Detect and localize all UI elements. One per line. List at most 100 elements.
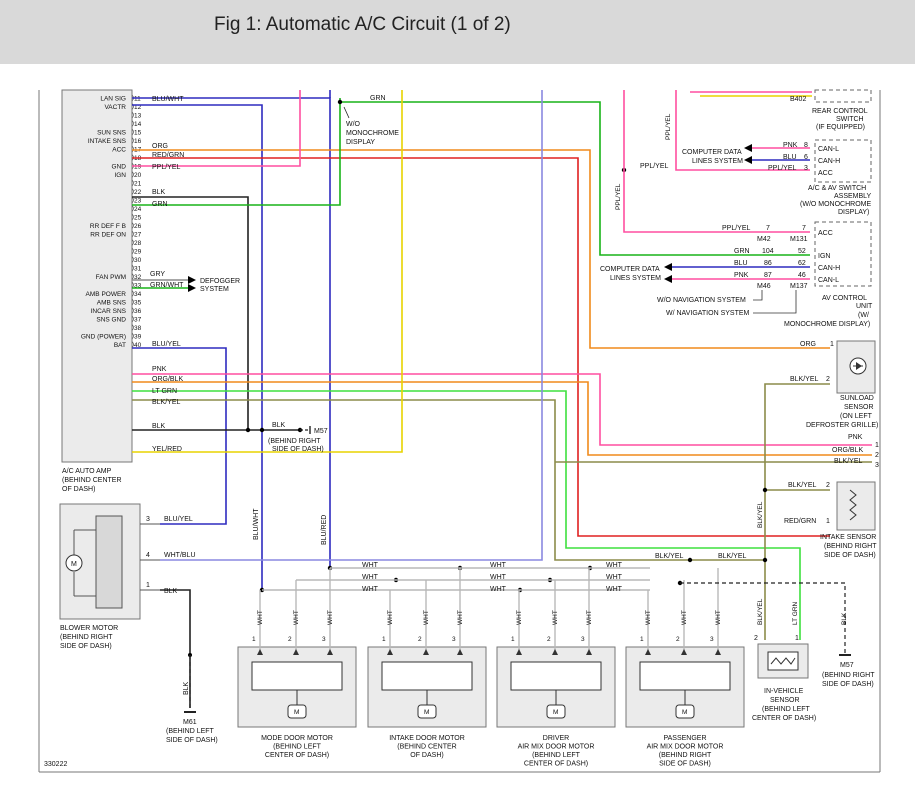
svg-text:ORG/BLK: ORG/BLK (832, 447, 863, 454)
svg-text:M46: M46 (757, 283, 771, 290)
svg-text:LINES SYSTEM: LINES SYSTEM (610, 275, 661, 282)
svg-text:1: 1 (795, 635, 799, 642)
amp-pin-number: 21 (134, 181, 142, 188)
amp-pin-bracket (131, 324, 134, 331)
svg-text:PNK: PNK (152, 366, 167, 373)
door-motor-pin-number: 2 (288, 636, 292, 643)
svg-text:WHT: WHT (362, 586, 379, 593)
door-motor-pin-number: 1 (382, 636, 386, 643)
ppl-yel-wires: PPL/YEL PPL/YEL PPL/YEL (615, 90, 810, 233)
door-motor-inner (251, 661, 343, 691)
rear-control-switch: B402 REAR CONTROL SWITCH (IF EQUIPPED) (690, 89, 872, 131)
svg-text:7: 7 (766, 225, 770, 232)
ground-m61: BLK M61 (BEHIND LEFT SIDE OF DASH) (166, 653, 218, 744)
amp-pin-bracket (131, 205, 134, 212)
amp-pin-number: 34 (134, 291, 142, 298)
amp-pin-bracket (131, 171, 134, 178)
svg-text:WHT: WHT (362, 562, 379, 569)
svg-text:46: 46 (798, 272, 806, 279)
amp-pin-number: 13 (134, 113, 142, 120)
amp-pin-number: 25 (134, 215, 142, 222)
amp-pin-bracket (131, 290, 134, 297)
amp-pin-bracket (131, 315, 134, 323)
svg-text:W/ NAVIGATION SYSTEM: W/ NAVIGATION SYSTEM (666, 310, 750, 317)
svg-text:GRN: GRN (734, 248, 750, 255)
door-motor-caption: CENTER OF DASH) (524, 761, 588, 768)
svg-text:BLK/YEL: BLK/YEL (788, 482, 817, 489)
amp-pin-number: 36 (134, 308, 142, 315)
amp-pin-number: 14 (134, 121, 142, 128)
svg-text:BLU: BLU (783, 154, 797, 161)
amp-pin-bracket (131, 247, 134, 255)
svg-text:W/O NAVIGATION SYSTEM: W/O NAVIGATION SYSTEM (657, 297, 746, 304)
amp-pin-name: RR DEF ON (90, 232, 126, 239)
svg-text:3: 3 (875, 462, 879, 469)
door-motor-caption: AIR MIX DOOR MOTOR (647, 744, 724, 751)
svg-text:DISPLAY: DISPLAY (346, 139, 375, 146)
amp-pin-name: INCAR SNS (91, 308, 127, 315)
svg-text:GRN/WHT: GRN/WHT (150, 282, 184, 289)
svg-text:4: 4 (146, 552, 150, 559)
door-motor-icon (675, 704, 695, 719)
amp-pin-bracket (131, 341, 134, 348)
svg-text:CENTER OF DASH): CENTER OF DASH) (752, 715, 816, 722)
av-control-unit: PPL/YEL GRN BLU PNK 7 104 86 87 7 52 62 … (600, 221, 873, 328)
door-motor-wire-label: WHT (423, 610, 430, 625)
door-motor-wire-label: WHT (516, 610, 523, 625)
svg-text:BLK: BLK (164, 588, 178, 595)
svg-text:IN-VEHICLE: IN-VEHICLE (764, 688, 804, 695)
svg-text:BLU: BLU (734, 260, 748, 267)
svg-text:BLK: BLK (152, 423, 166, 430)
amp-pin-bracket (131, 307, 134, 314)
svg-text:(ON LEFT: (ON LEFT (840, 413, 873, 420)
svg-text:(W/: (W/ (858, 312, 869, 319)
svg-text:52: 52 (798, 248, 806, 255)
svg-text:WHT: WHT (606, 562, 623, 569)
svg-text:1: 1 (146, 582, 150, 589)
figure-title: Fig 1: Automatic A/C Circuit (1 of 2) (214, 14, 511, 35)
door-motor-caption: (BEHIND RIGHT (659, 752, 712, 759)
door-motor-wire-label: WHT (715, 610, 722, 625)
amp-pin-name: SUN SNS (97, 130, 127, 137)
amp-pin-bracket (131, 298, 134, 306)
svg-text:M137: M137 (790, 283, 808, 290)
svg-text:BLK/YEL: BLK/YEL (834, 458, 863, 465)
door-motor-pin-arrow (715, 649, 721, 655)
amp-pin-bracket (131, 256, 134, 263)
door-motor-wire-label: WHT (387, 610, 394, 625)
svg-text:BLK/YEL: BLK/YEL (152, 399, 181, 406)
door-motor-pin-arrow (327, 649, 333, 655)
svg-text:BLU/YEL: BLU/YEL (164, 516, 193, 523)
door-motor-pin-number: 3 (322, 636, 326, 643)
amp-pin-bracket (131, 213, 134, 221)
svg-text:M131: M131 (790, 236, 808, 243)
amp-pin-number: 28 (134, 240, 142, 247)
amp-pin-bracket (131, 239, 134, 246)
svg-text:87: 87 (764, 272, 772, 279)
svg-text:COMPUTER DATA: COMPUTER DATA (600, 266, 660, 273)
door-motor-caption: SIDE OF DASH) (659, 761, 711, 768)
amp-pin-name: GND (112, 164, 127, 171)
amp-pin-bracket (131, 145, 134, 153)
door-motor-letter: M (424, 709, 429, 716)
door-motor-wire-label: WHT (293, 610, 300, 625)
svg-text:3: 3 (804, 165, 808, 172)
svg-text:(BEHIND CENTER: (BEHIND CENTER (62, 477, 122, 484)
svg-text:PPL/YEL: PPL/YEL (665, 113, 672, 140)
door-motor-caption: PASSENGER (663, 735, 706, 742)
svg-text:(BEHIND RIGHT: (BEHIND RIGHT (822, 672, 875, 679)
amp-pin-number: 20 (134, 172, 142, 179)
svg-text:2: 2 (875, 452, 879, 459)
svg-text:(IF EQUIPPED): (IF EQUIPPED) (816, 124, 865, 131)
svg-text:RED/GRN: RED/GRN (784, 518, 816, 525)
svg-text:ACC: ACC (818, 170, 833, 177)
door-motor-pin-number: 1 (640, 636, 644, 643)
door-motor-pin-arrow (681, 649, 687, 655)
svg-text:WHT: WHT (490, 562, 507, 569)
amp-pin-number: 33 (134, 283, 142, 290)
amp-pin-name: FAN PWM (96, 274, 126, 281)
svg-text:BLU/WHT: BLU/WHT (152, 96, 184, 103)
blk-yel-labels: BLK/YEL BLK/YEL BLK/YEL BLK/YEL LT GRN B… (655, 501, 848, 625)
svg-text:104: 104 (762, 248, 774, 255)
svg-text:PPL/YEL: PPL/YEL (615, 183, 622, 210)
